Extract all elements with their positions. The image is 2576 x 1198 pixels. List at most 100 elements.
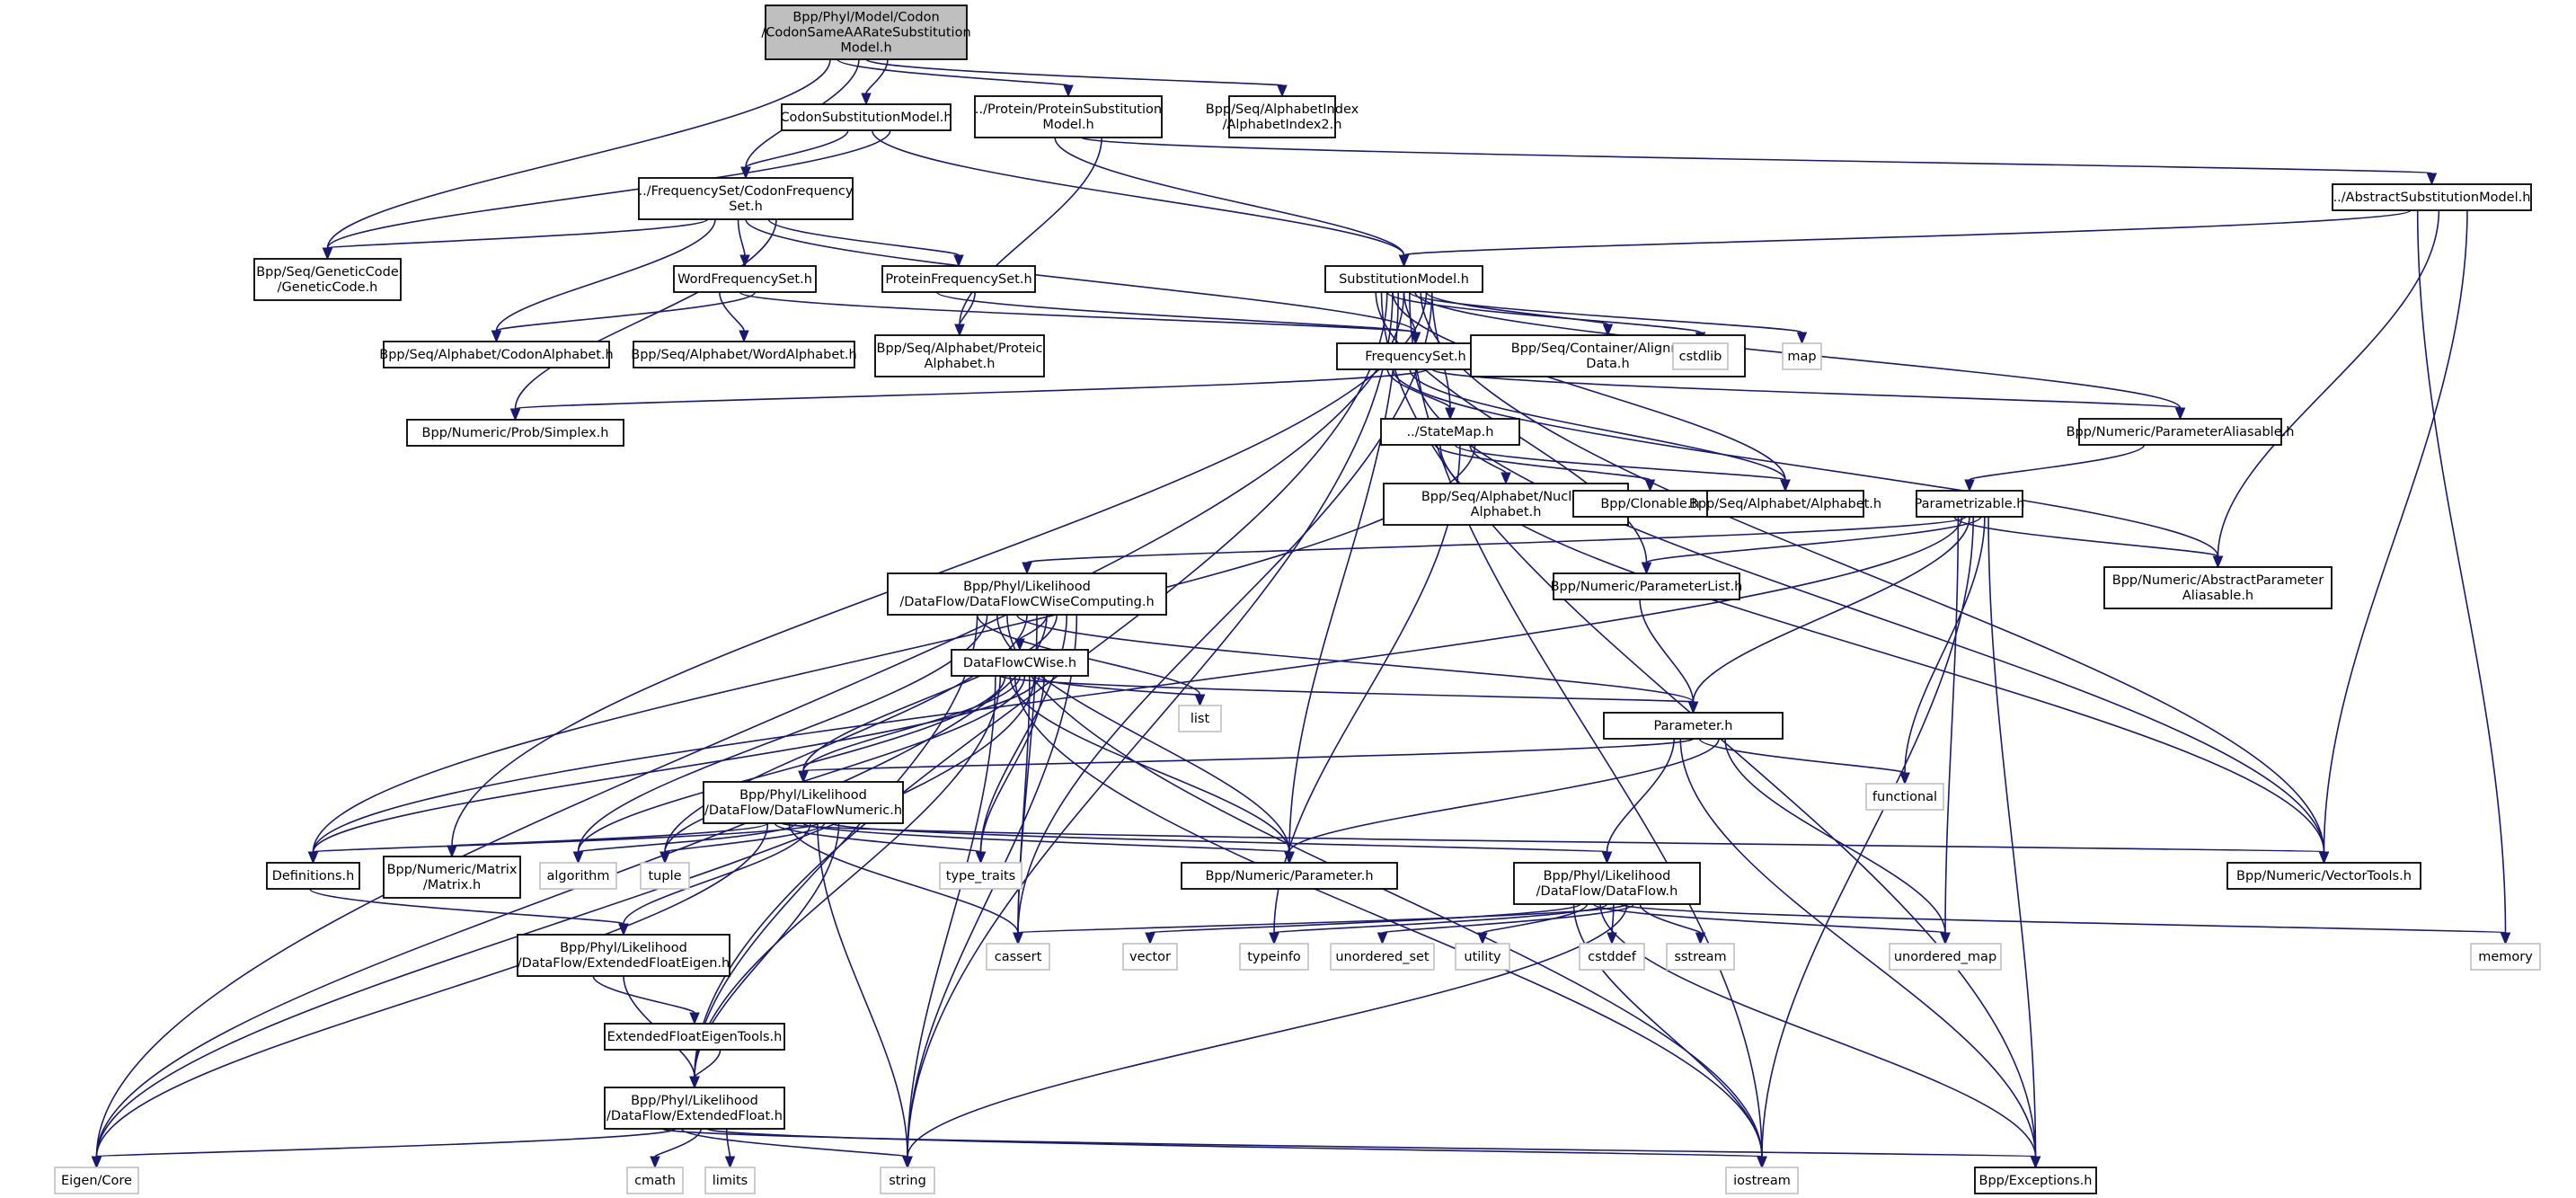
- node-box: [1603, 712, 1784, 740]
- node-abstractsubst[interactable]: ../AbstractSubstitutionModel.h: [2332, 183, 2532, 211]
- node-box: [939, 862, 1022, 890]
- node-simplex[interactable]: Bpp/Numeric/Prob/Simplex.h: [406, 419, 624, 447]
- node-box: [781, 103, 952, 131]
- node-matrix[interactable]: Bpp/Numeric/Matrix/Matrix.h: [383, 856, 521, 899]
- node-typeinfo: typeinfo: [1239, 943, 1309, 971]
- node-box: [1974, 1167, 2097, 1194]
- node-substmodel[interactable]: SubstitutionModel.h: [1324, 265, 1483, 293]
- edge-codonfreq-to-wordfreq: [737, 218, 746, 256]
- node-label: Bpp/Numeric/Matrix: [387, 863, 518, 877]
- node-box: [673, 265, 817, 293]
- node-paramlist[interactable]: Bpp/Numeric/ParameterList.h: [1551, 572, 1743, 600]
- arrowhead-icon: [1940, 932, 1951, 945]
- node-efeigen[interactable]: Bpp/Phyl/Likelihood/DataFlow/ExtendedFlo…: [517, 934, 730, 977]
- arrowhead-icon: [1500, 472, 1511, 485]
- edge-dfcwisecomp-to-extfloat: [694, 614, 978, 1078]
- node-box: [1380, 418, 1520, 446]
- node-tuple: tuple: [640, 862, 690, 890]
- edge-dfcwisecomp-to-string: [907, 614, 1078, 1158]
- node-numparameter[interactable]: Bpp/Numeric/Parameter.h: [1181, 862, 1398, 890]
- edge-dfcwisecomp-to-typetraits: [979, 614, 1068, 853]
- edge-substmodel-to-vectortools: [1420, 291, 2325, 853]
- node-label: /GeneticCode.h: [278, 280, 378, 295]
- node-label: Bpp/Seq/Alphabet/Alphabet.h: [1689, 497, 1881, 511]
- edge-dfcwise-to-list: [1033, 675, 1201, 696]
- edge-dfnumeric-to-typetraits: [774, 822, 982, 853]
- edge-abstractsubst-to-vectortools: [2323, 209, 2468, 853]
- arrowhead-icon: [861, 93, 872, 106]
- node-freqset[interactable]: FrequencySet.h: [1336, 342, 1495, 370]
- node-label: memory: [2478, 950, 2533, 964]
- edge-parameter-to-exceptions: [1679, 738, 2037, 1158]
- edge-extfloat-to-exceptions: [661, 1128, 2037, 1158]
- node-cstddef: cstddef: [1579, 943, 1645, 971]
- node-geneticcode[interactable]: Bpp/Seq/GeneticCode/GeneticCode.h: [253, 258, 402, 301]
- node-wordalpha[interactable]: Bpp/Seq/Alphabet/WordAlphabet.h: [631, 341, 857, 368]
- node-label: /Matrix.h: [423, 878, 481, 892]
- node-efeigentools[interactable]: ExtendedFloatEigenTools.h: [604, 1023, 785, 1051]
- arrowhead-icon: [1796, 332, 1808, 345]
- node-label: CodonSubstitutionModel.h: [780, 111, 952, 125]
- node-vectortools[interactable]: Bpp/Numeric/VectorTools.h: [2226, 862, 2421, 890]
- node-label: /DataFlow/ExtendedFloat.h: [606, 1109, 783, 1123]
- node-proteinfreq[interactable]: ProteinFrequencySet.h: [881, 265, 1036, 293]
- node-dataflow[interactable]: Bpp/Phyl/Likelihood/DataFlow/DataFlow.h: [1513, 862, 1701, 905]
- node-clonable[interactable]: Bpp/Clonable.h: [1572, 490, 1728, 518]
- node-exceptions[interactable]: Bpp/Exceptions.h: [1974, 1167, 2097, 1194]
- arrowhead-icon: [1602, 324, 1614, 337]
- node-wordfreq[interactable]: WordFrequencySet.h: [673, 265, 817, 293]
- node-label: DataFlowCWise.h: [963, 656, 1076, 670]
- node-codonalpha[interactable]: Bpp/Seq/Alphabet/CodonAlphabet.h: [379, 341, 614, 368]
- node-parameter[interactable]: Parameter.h: [1603, 712, 1784, 740]
- node-label: cmath: [634, 1174, 676, 1188]
- node-parametrizable[interactable]: Parametrizable.h: [1915, 490, 2025, 518]
- node-dfnumeric[interactable]: Bpp/Phyl/Likelihood/DataFlow/DataFlowNum…: [703, 781, 904, 824]
- node-sstream: sstream: [1666, 943, 1735, 971]
- node-label: /DataFlow/DataFlow.h: [1536, 884, 1678, 899]
- node-definitions[interactable]: Definitions.h: [266, 862, 360, 890]
- node-paramaliasable[interactable]: Bpp/Numeric/ParameterAliasable.h: [2067, 418, 2295, 446]
- node-box: [1666, 943, 1735, 971]
- arrowhead-icon: [1899, 772, 1910, 785]
- edge-substmodel-to-alphabet: [1392, 291, 1786, 481]
- node-alphabetindex2[interactable]: Bpp/Seq/AlphabetIndex/AlphabetIndex2.h: [1206, 95, 1359, 138]
- node-box: [974, 95, 1163, 138]
- edge-substmodel-to-cassert: [1017, 291, 1433, 934]
- edge-definitions-to-efeigen: [309, 888, 624, 925]
- node-box: [604, 1087, 785, 1130]
- node-extfloat[interactable]: Bpp/Phyl/Likelihood/DataFlow/ExtendedFlo…: [604, 1087, 785, 1130]
- node-box: [887, 572, 1167, 616]
- node-box: [1782, 342, 1822, 370]
- edge-dataflow-to-exceptions: [1599, 903, 2037, 1158]
- edge-dataflow-to-string: [907, 903, 1628, 1158]
- node-label: SubstitutionModel.h: [1339, 272, 1469, 287]
- arrowhead-icon: [2318, 851, 2330, 865]
- arrowhead-icon: [1277, 84, 1288, 98]
- edge-root-to-alphabetindex2: [865, 58, 1283, 86]
- node-statemap[interactable]: ../StateMap.h: [1380, 418, 1520, 446]
- edge-proteinsubst-to-substmodel: [1054, 137, 1405, 256]
- node-dfcwise[interactable]: DataFlowCWise.h: [951, 649, 1089, 677]
- node-alphabet[interactable]: Bpp/Seq/Alphabet/Alphabet.h: [1689, 490, 1881, 518]
- node-label: Bpp/Phyl/Likelihood: [1544, 869, 1671, 883]
- node-codonsubst[interactable]: CodonSubstitutionModel.h: [780, 103, 952, 131]
- edge-freqset-to-absparamaliasable: [1392, 368, 2219, 557]
- node-dfcwisecomp[interactable]: Bpp/Phyl/Likelihood/DataFlow/DataFlowCWi…: [887, 572, 1167, 616]
- node-box: [1178, 705, 1222, 732]
- arrowhead-icon: [1269, 932, 1279, 945]
- node-box: [1725, 1167, 1799, 1194]
- node-limits: limits: [704, 1167, 756, 1194]
- node-label: /CodonSameAARateSubstitution: [761, 26, 970, 40]
- node-label: Bpp/Phyl/Likelihood: [631, 1094, 758, 1108]
- node-root[interactable]: Bpp/Phyl/Model/Codon/CodonSameAARateSubs…: [761, 4, 971, 60]
- edge-wordfreq-to-codonalpha: [495, 291, 757, 332]
- node-label: string: [889, 1174, 926, 1188]
- node-label: Model.h: [1042, 118, 1093, 132]
- node-label: Bpp/Seq/Container/Alignment: [1511, 342, 1705, 356]
- arrowhead-icon: [975, 851, 987, 865]
- node-utility: utility: [1455, 943, 1510, 971]
